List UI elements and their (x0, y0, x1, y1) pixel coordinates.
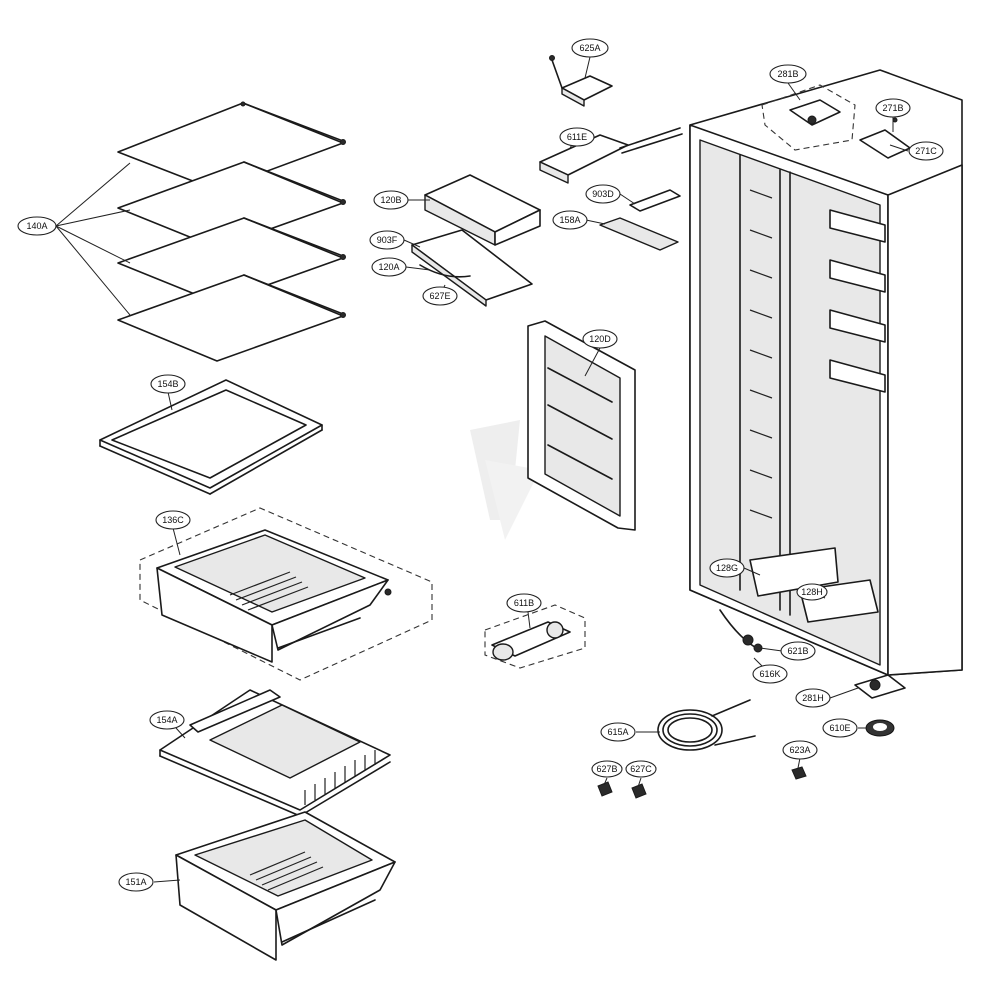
callout-627e: 627E (422, 286, 458, 306)
valve-621b (742, 634, 763, 653)
sensor-611e (539, 127, 683, 184)
svg-text:903D: 903D (592, 189, 614, 199)
thermistor-625a (549, 55, 613, 107)
callout-128g: 128G (709, 558, 745, 578)
callout-616k: 616K (752, 664, 788, 684)
svg-text:154A: 154A (156, 715, 177, 725)
svg-text:615A: 615A (607, 727, 628, 737)
vegetable-drawer-151a (175, 811, 396, 961)
svg-text:616K: 616K (759, 669, 780, 679)
callout-627c: 627C (625, 760, 657, 778)
callout-281b: 281B (769, 64, 807, 84)
callout-128h: 128H (796, 583, 828, 601)
callout-903d: 903D (585, 184, 621, 204)
watermark-logo (470, 420, 540, 540)
hinge-281b (761, 84, 856, 151)
svg-text:151A: 151A (125, 877, 146, 887)
svg-text:281B: 281B (777, 69, 798, 79)
svg-text:271C: 271C (915, 146, 937, 156)
callout-151a: 151A (118, 872, 154, 892)
callout-627b: 627B (591, 760, 623, 778)
callout-271b: 271B (875, 98, 911, 118)
svg-text:128G: 128G (716, 563, 738, 573)
divider-panel-120d (527, 320, 636, 531)
bushing-610e (865, 719, 895, 737)
svg-text:158A: 158A (559, 215, 580, 225)
svg-text:625A: 625A (579, 43, 600, 53)
svg-text:627C: 627C (630, 764, 652, 774)
svg-text:136C: 136C (162, 515, 184, 525)
clip-627b (597, 781, 613, 797)
glass-shelf-2 (117, 161, 346, 249)
callout-154a: 154A (149, 710, 185, 730)
callout-611b: 611B (506, 593, 542, 613)
callout-120d: 120D (582, 329, 618, 349)
callout-136c: 136C (155, 510, 191, 530)
svg-text:627E: 627E (429, 291, 450, 301)
callout-140a: 140A (17, 216, 57, 236)
callout-903f: 903F (369, 230, 405, 250)
svg-text:610E: 610E (829, 723, 850, 733)
callout-623a: 623A (782, 740, 818, 760)
water-filter-611b (484, 604, 586, 669)
callout-120a: 120A (371, 257, 407, 277)
svg-text:128H: 128H (801, 587, 823, 597)
water-tube-615a (657, 699, 756, 751)
svg-text:154B: 154B (157, 379, 178, 389)
drawer-shelf-154a (159, 689, 391, 817)
callout-611e: 611E (559, 127, 595, 147)
glass-shelf-4 (117, 274, 346, 362)
svg-text:903F: 903F (377, 235, 398, 245)
svg-text:611B: 611B (514, 598, 534, 608)
svg-text:627B: 627B (596, 764, 617, 774)
ice-bin-120b (424, 174, 541, 246)
clip-627c (631, 783, 647, 799)
ice-tray-120a (411, 229, 533, 307)
refrigerator-cabinet (689, 69, 963, 676)
hinge-281h (854, 674, 906, 699)
callout-154b: 154B (150, 374, 186, 394)
strip-158a (599, 217, 679, 251)
svg-text:621B: 621B (787, 646, 808, 656)
clip-623a (791, 766, 807, 780)
svg-text:140A: 140A (26, 221, 47, 231)
glass-shelf-1 (117, 101, 346, 191)
callout-158a: 158A (552, 210, 588, 230)
crisper-cover-frame (99, 379, 323, 495)
callout-271c: 271C (908, 141, 944, 161)
svg-text:120B: 120B (380, 195, 401, 205)
callout-625a: 625A (571, 38, 609, 58)
svg-text:623A: 623A (789, 745, 810, 755)
callout-610e: 610E (822, 718, 858, 738)
callout-621b: 621B (780, 641, 816, 661)
label-903d (629, 189, 681, 212)
callout-120b: 120B (373, 190, 409, 210)
svg-text:120A: 120A (378, 262, 399, 272)
callout-281h: 281H (795, 688, 831, 708)
crisper-drawer-assembly-136c (139, 507, 433, 681)
svg-text:281H: 281H (802, 693, 824, 703)
callout-615a: 615A (600, 722, 636, 742)
svg-text:611E: 611E (567, 132, 587, 142)
glass-shelf-3 (117, 217, 346, 304)
svg-text:271B: 271B (882, 103, 903, 113)
svg-text:120D: 120D (589, 334, 611, 344)
